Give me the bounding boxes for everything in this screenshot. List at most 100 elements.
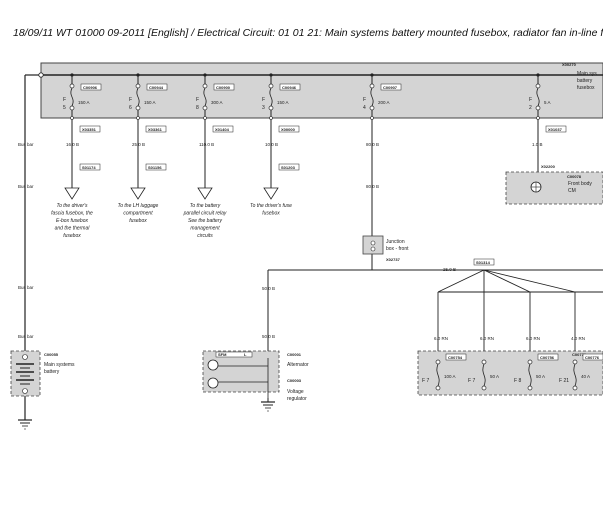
bus-bar-label-2: Bus bar [18,184,34,189]
inline-fuse-amps: 50 A [490,374,499,379]
fuse-wire-label: 10.0 B [265,142,278,147]
fuse-amps: 300 A [211,100,223,105]
fuse-letter: F [529,97,532,103]
inline-fuse-code: C00754 [448,355,463,360]
front-body-conn: X02200 [541,164,556,169]
inline-wire-label: 6.0 RN [434,336,448,341]
alternator-pin-l: L [244,352,247,357]
alternator-wire-2: 50.0 B [262,334,275,339]
inline-fuse-code: C00776 [585,355,600,360]
fuse-amps: 150 A [277,100,289,105]
svg-text:To the battery: To the battery [190,203,221,209]
fuse-letter: F [129,97,132,103]
fuse-wire-label: 25.0 B [132,142,145,147]
fuse-code: C00907 [383,85,398,90]
fuse-out-code: X01404 [215,127,230,132]
alternator-pin: SFM [218,352,227,357]
fuse-conn: S01156 [148,165,162,170]
svg-text:management: management [190,226,220,232]
inline-fuse-number: F 21 [559,378,569,384]
bus-bar-label-3: Bus bar [18,285,34,290]
fusebox-name-2: battery [577,78,593,84]
svg-text:parallel circuit relay: parallel circuit relay [183,211,227,217]
fuse-number: 6 [129,105,132,111]
alternator-name: Alternator [287,362,309,368]
fusebox-name-1: Main sys [577,71,597,77]
svg-text:80.0 B: 80.0 B [366,184,379,189]
alternator: SFM L C00001 Alternator C00003 Voltage r… [202,350,309,402]
svg-text:To the driver's: To the driver's [56,203,88,209]
fuse-number: 2 [529,105,532,111]
junction-code: X02737 [386,257,401,262]
wiring: 80.0 B [18,72,603,430]
front-body-code: C00078 [567,174,582,179]
fuse-number: 8 [196,105,199,111]
junction-name-1: Junction [386,239,405,245]
bus-bar-label-1: Bus bar [18,142,34,147]
fuse-wire-label: 110.0 B [199,142,214,147]
alternator-wire-1: 50.0 B [262,286,275,291]
front-body-name-1: Front body [568,181,592,187]
battery-name-2: battery [44,369,60,375]
svg-text:E-box fusebox: E-box fusebox [56,218,88,224]
svg-text:To the LH luggage: To the LH luggage [118,203,159,209]
inline-wire-label: 4.0 RN [571,336,585,341]
inline-code: C00776 [572,352,587,357]
fuse-out-code: X01037 [548,127,563,132]
fuse-conn: S01203 [281,165,296,170]
inline-fuse-number: F 7 [468,378,475,384]
svg-text:fusebox: fusebox [262,211,280,217]
fuse-number: 4 [363,105,366,111]
fuse-letter: F [63,97,66,103]
alternator-code: C00001 [287,352,302,357]
destination-note-4: To the driver's fuse fusebox [250,203,292,217]
fuse-letter: F [363,97,366,103]
inline-fuse-2: 6.0 RN 50 A F 7 [468,336,499,391]
fuse-conn: S01174 [82,165,96,170]
inline-wire-label: 6.0 RN [526,336,540,341]
inline-fuse-number: F 8 [514,378,521,384]
svg-text:circuits: circuits [197,233,213,239]
svg-text:To the driver's fuse: To the driver's fuse [250,203,292,209]
fuse-amps: 150 A [78,100,90,105]
front-body-name-2: CM [568,188,576,194]
regulator-name-1: Voltage [287,389,304,395]
splice-code: S01314 [476,260,491,265]
inline-wire-label: 6.0 RN [480,336,494,341]
fuse-out-code: X03351 [82,127,97,132]
svg-text:fusebox: fusebox [63,233,81,239]
svg-text:fusebox: fusebox [129,218,147,224]
inline-fuse-amps: 50 A [536,374,545,379]
fuse-wire-label: 16.0 B [66,142,79,147]
fuse-code: C00906 [83,85,98,90]
main-systems-battery: C00055 Main systems battery [10,350,75,397]
battery-code: C00055 [44,352,59,357]
fuse-letter: F [262,97,265,103]
fuse-code: C00946 [282,85,297,90]
fuse-wire-label: 1.0 B [532,142,543,147]
bus-bar-label-4: Bus bar [18,334,34,339]
battery-name-1: Main systems [44,362,75,368]
inline-fuse-amps: 40 A [581,374,590,379]
fuse-out-code: X00000 [281,127,296,132]
junction-name-2: box - front [386,246,409,252]
fuse-out-code: X03361 [148,127,163,132]
inline-fuse-4: 4.0 RN 40 A F 21 C00776 [559,336,603,391]
fuse-number: 3 [262,105,265,111]
svg-text:compartment: compartment [123,211,153,217]
fusebox-code: X00270 [562,62,577,67]
fuse-letter: F [196,97,199,103]
junction-box-front: Junction box - front X02737 [362,235,409,262]
inline-fuse-number: F 7 [422,378,429,384]
front-body-cm: X02200 C00078 Front body CM [505,164,603,205]
